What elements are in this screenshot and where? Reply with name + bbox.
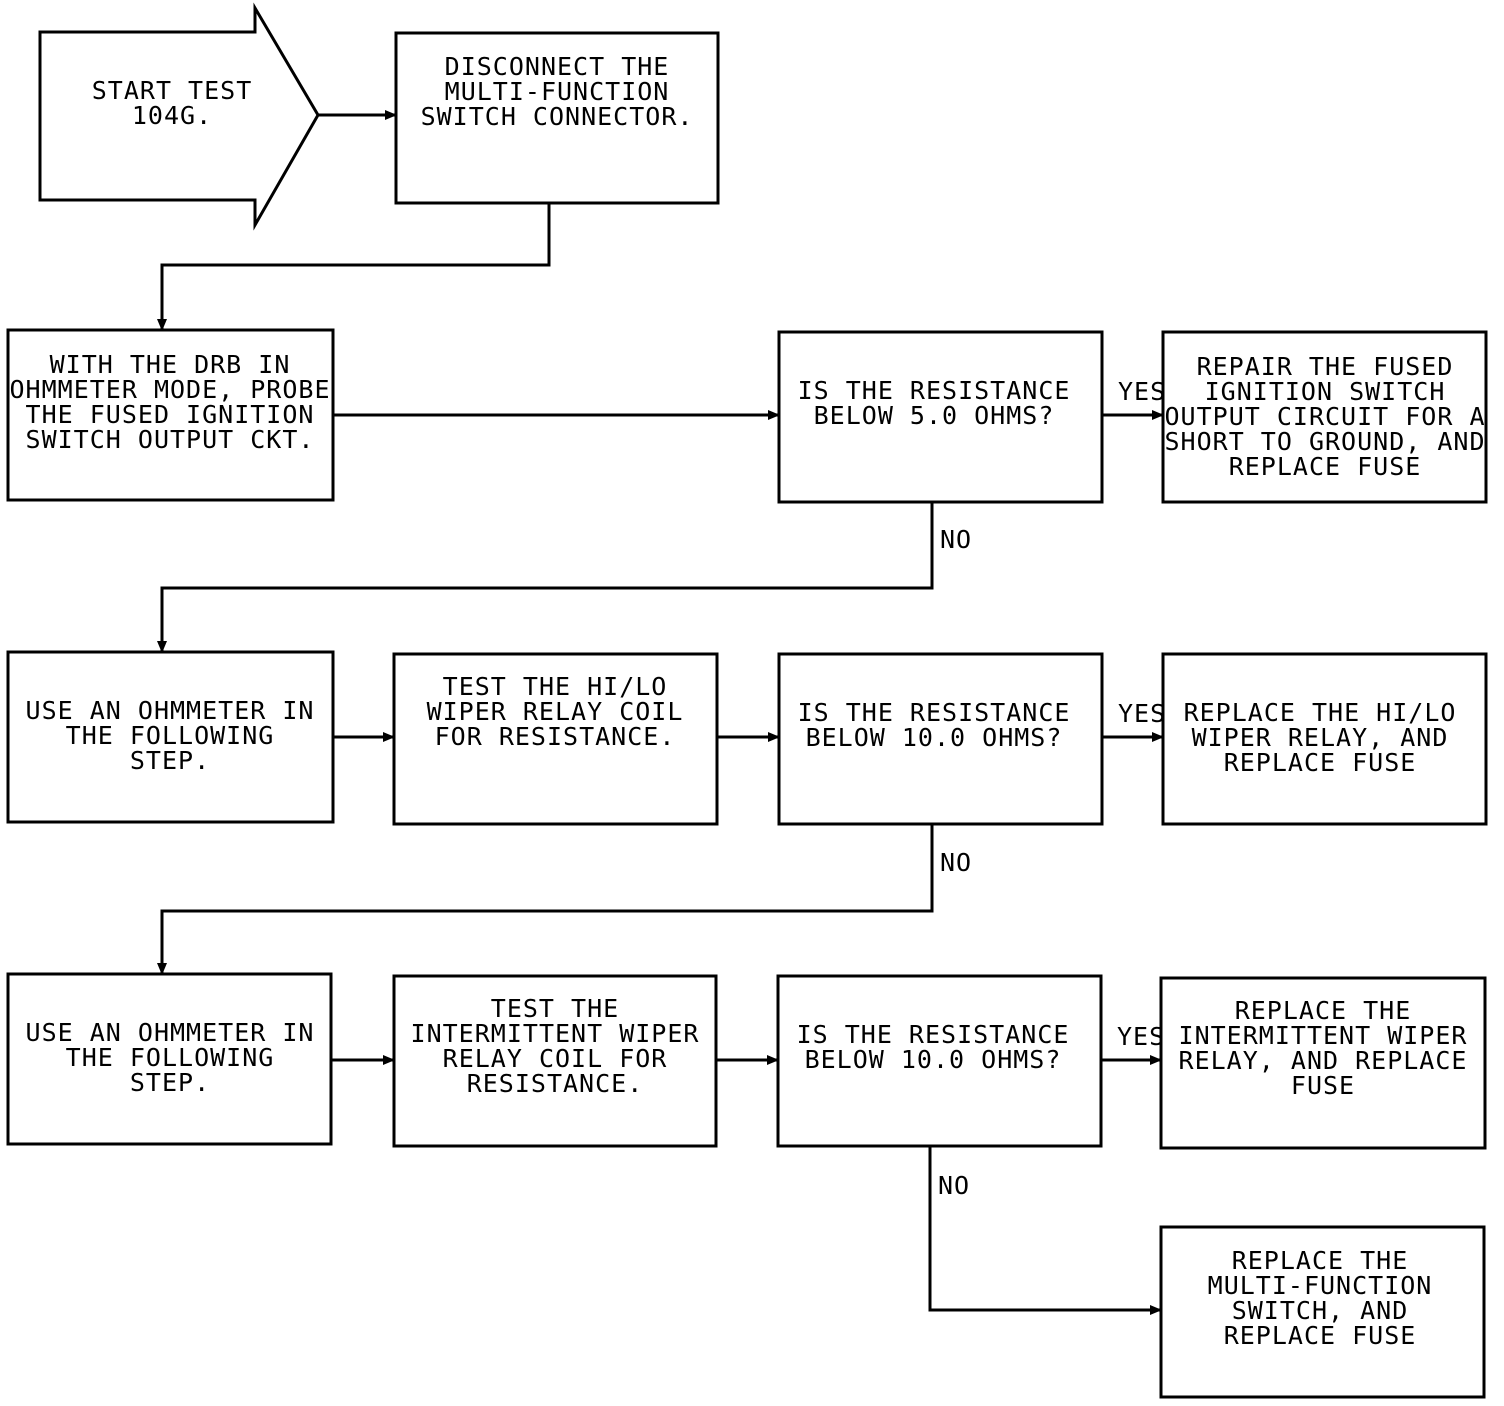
text-line: STEP. xyxy=(130,746,210,775)
edge-q1-ohm2 xyxy=(157,502,934,653)
text-line: SWITCH CONNECTOR. xyxy=(421,102,694,131)
box-q1 xyxy=(777,330,1104,504)
text-line: BELOW 10.0 OHMS? xyxy=(805,1045,1062,1074)
text-line: STEP. xyxy=(130,1068,210,1097)
text-line: REPLACE FUSE xyxy=(1224,748,1417,777)
text-line: REPLACE THE HI/LO xyxy=(1184,698,1457,727)
text-line: BELOW 5.0 OHMS? xyxy=(814,401,1055,430)
text-line: WIPER RELAY, AND xyxy=(1192,723,1449,752)
label-no-2: NO xyxy=(940,848,972,877)
text-line: IS THE RESISTANCE xyxy=(798,376,1071,405)
text-line: FUSE xyxy=(1291,1071,1355,1100)
box-repair xyxy=(1161,330,1488,504)
text-line: THE FOLLOWING xyxy=(66,1043,275,1072)
text-line: REPLACE FUSE xyxy=(1229,452,1422,481)
text-line: REPAIR THE FUSED xyxy=(1197,352,1454,381)
box-replace-hilo xyxy=(1161,652,1488,826)
edge-disconnect-probe xyxy=(157,203,551,331)
text-line: DISCONNECT THE xyxy=(445,52,670,81)
text-line: USE AN OHMMETER IN xyxy=(26,696,315,725)
label-yes-2: YES xyxy=(1118,699,1166,728)
box-replace-mfs xyxy=(1159,1225,1486,1399)
text-line: OHMMETER MODE, PROBE xyxy=(9,375,330,404)
edge-q2-ohm3 xyxy=(157,824,934,975)
text-line: WITH THE DRB IN xyxy=(50,350,291,379)
text-line: RELAY, AND REPLACE xyxy=(1179,1046,1468,1075)
text-line: SWITCH OUTPUT CKT. xyxy=(26,425,315,454)
text-line: THE FOLLOWING xyxy=(66,721,275,750)
text-line: MULTI-FUNCTION xyxy=(1208,1271,1433,1300)
start-arrow-shape xyxy=(38,2,320,231)
box-ohm2 xyxy=(6,650,335,824)
box-disconnect xyxy=(394,31,720,205)
text-line: IGNITION SWITCH xyxy=(1205,377,1446,406)
text-line: INTERMITTENT WIPER xyxy=(411,1019,700,1048)
text-line: BELOW 10.0 OHMS? xyxy=(806,723,1063,752)
text-line: SWITCH, AND xyxy=(1232,1296,1409,1325)
label-yes-3: YES xyxy=(1117,1022,1165,1051)
text-line: 104G. xyxy=(132,101,212,130)
text-line: RELAY COIL FOR xyxy=(443,1044,668,1073)
text-line: THE FUSED IGNITION xyxy=(26,400,315,429)
box-replace-int xyxy=(1159,976,1487,1150)
text-line: RESISTANCE. xyxy=(467,1069,644,1098)
label-no-3: NO xyxy=(938,1171,970,1200)
text-line: REPLACE FUSE xyxy=(1224,1321,1417,1350)
box-test-hilo xyxy=(392,652,719,826)
text-line: MULTI-FUNCTION xyxy=(445,77,670,106)
label-no-1: NO xyxy=(940,525,972,554)
box-probe xyxy=(6,328,335,502)
text-line: FOR RESISTANCE. xyxy=(435,722,676,751)
edge-q3-replacemfs xyxy=(928,1146,1162,1315)
text-line: IS THE RESISTANCE xyxy=(797,1020,1070,1049)
label-yes-1: YES xyxy=(1118,377,1166,406)
text-line: USE AN OHMMETER IN xyxy=(26,1018,315,1047)
text-line: TEST THE xyxy=(491,994,619,1023)
text-line: START TEST xyxy=(92,76,253,105)
box-q2 xyxy=(777,652,1104,826)
text-line: SHORT TO GROUND, AND xyxy=(1164,427,1485,456)
text-line: REPLACE THE xyxy=(1235,996,1412,1025)
text-line: INTERMITTENT WIPER xyxy=(1179,1021,1468,1050)
text-line: WIPER RELAY COIL xyxy=(427,697,684,726)
text-line: TEST THE HI/LO xyxy=(443,672,668,701)
text-line: REPLACE THE xyxy=(1232,1246,1409,1275)
text-line: IS THE RESISTANCE xyxy=(798,698,1071,727)
text-line: OUTPUT CIRCUIT FOR A xyxy=(1164,402,1485,431)
